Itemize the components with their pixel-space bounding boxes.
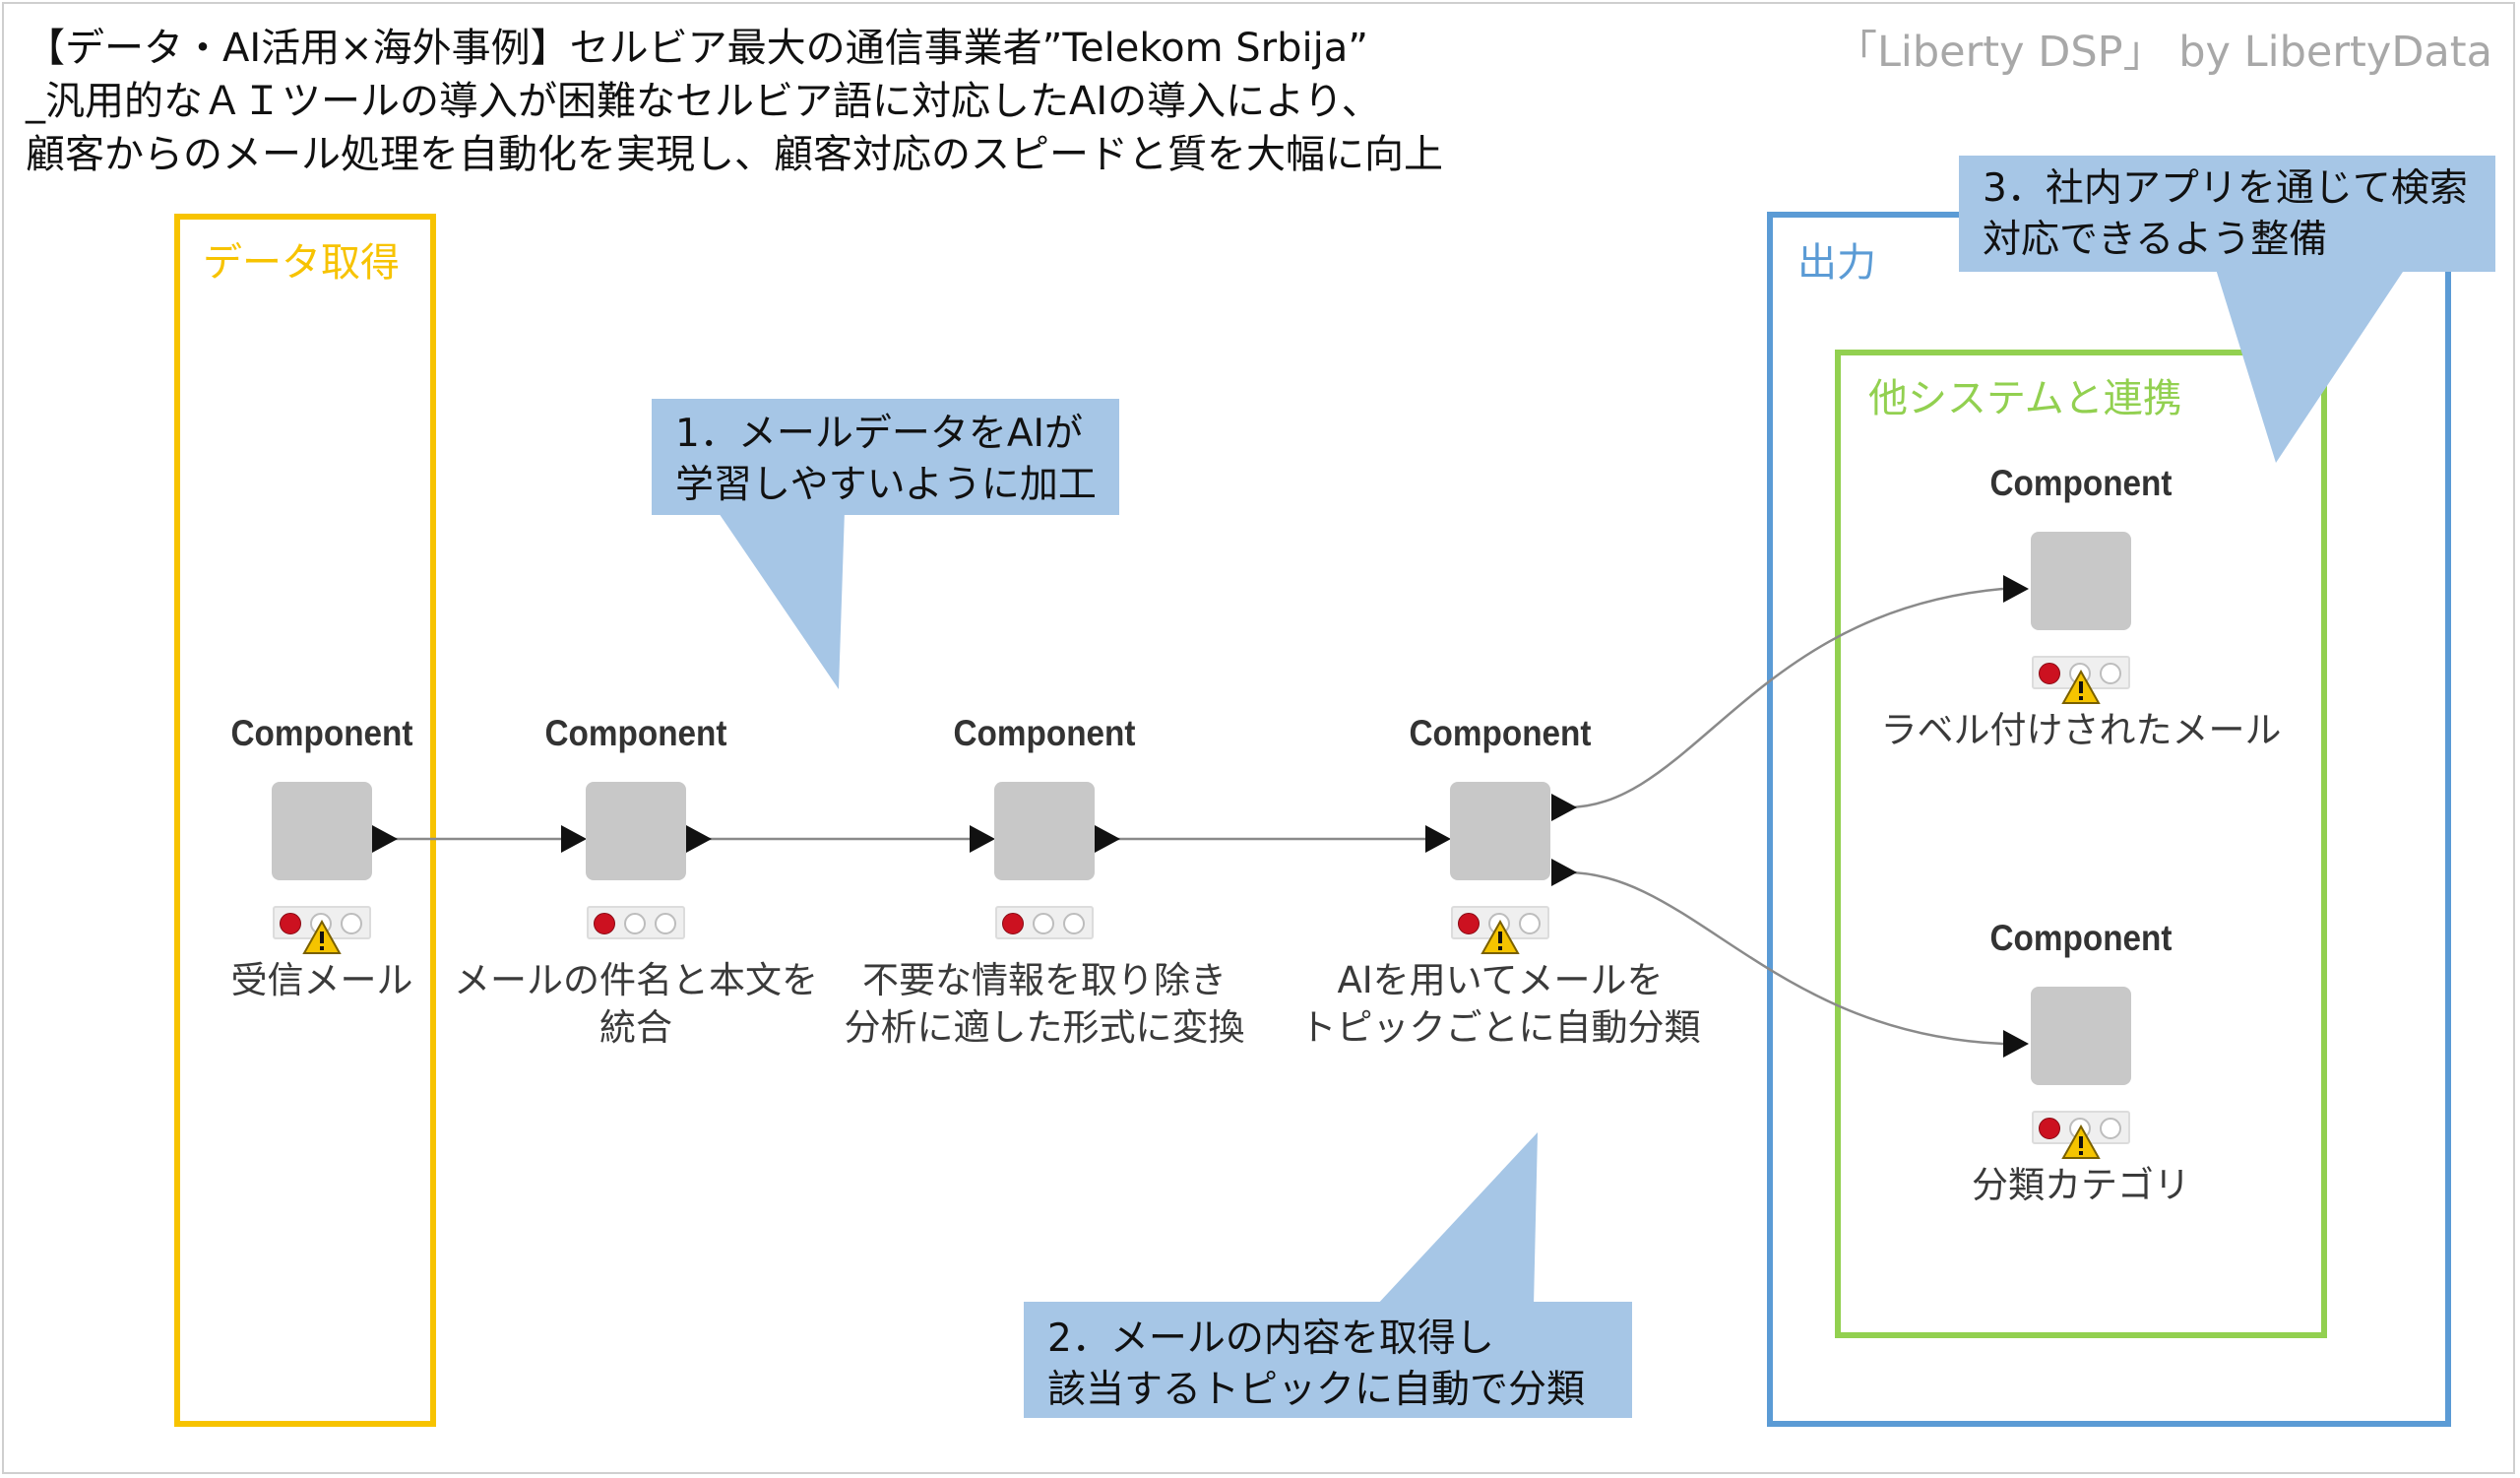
component-label-line-2: トピックごとに自動分類 bbox=[1299, 1006, 1701, 1049]
port-in-2 bbox=[561, 825, 587, 853]
connection-4-5 bbox=[1566, 587, 2004, 809]
status-off-icon bbox=[624, 913, 646, 934]
component-header: Component bbox=[230, 713, 413, 753]
status-off-icon bbox=[1033, 913, 1054, 934]
slide-title: 【データ・AI活用×海外事例】セルビア最大の通信事業者”Telekom Srbi… bbox=[26, 22, 1502, 181]
status-off-icon bbox=[2100, 663, 2121, 684]
system-integration-label: 他システムと連携 bbox=[1868, 376, 2182, 421]
note-3: 3．社内アプリを通じて検索 対応できるよう整備 bbox=[1959, 156, 2495, 272]
component-header: Component bbox=[1989, 463, 2173, 503]
title-line-1: 【データ・AI活用×海外事例】セルビア最大の通信事業者”Telekom Srbi… bbox=[26, 26, 1368, 71]
component-label: 不要な情報を取り除き 分析に適した形式に変換 bbox=[798, 957, 1291, 1052]
data-acquisition-label: データ取得 bbox=[203, 240, 400, 286]
component-label-line-1: AIを用いてメールを bbox=[1337, 959, 1664, 1001]
brand-label: 「Liberty DSP」 by LibertyData bbox=[1834, 28, 2492, 77]
title-line-3: 顧客からのメール処理を自動化を実現し、顧客対応のスピードと質を大幅に向上 bbox=[26, 132, 1443, 177]
component-body[interactable] bbox=[1450, 782, 1550, 880]
component-body[interactable] bbox=[272, 782, 372, 880]
component-header: Component bbox=[1989, 918, 2173, 958]
component-node-clean-format[interactable]: Component 不要な情報を取り除き 分析に適した形式に変換 bbox=[845, 713, 1245, 1052]
note3-pointer bbox=[2215, 266, 2407, 463]
component-header: Component bbox=[544, 713, 727, 753]
component-node-ai-classify[interactable]: Component AIを用いてメールを トピックごとに自動分類 bbox=[1300, 713, 1701, 1052]
port-in-3 bbox=[970, 825, 995, 853]
note-2-line-2: 該当するトピックに自動で分類 bbox=[1047, 1368, 1586, 1412]
component-body[interactable] bbox=[2031, 532, 2131, 630]
status-off-icon bbox=[341, 913, 362, 934]
component-label: 分類カテゴリ bbox=[1835, 1162, 2327, 1209]
component-label-line-2: 分析に適した形式に変換 bbox=[844, 1006, 1245, 1049]
title-line-2: _汎用的なＡＩツールの導入が困難なセルビア語に対応したAIの導入により、 bbox=[26, 79, 1381, 124]
note-1: 1．メールデータをAIが 学習しやすいように加工 bbox=[652, 399, 1119, 515]
component-label: メールの件名と本文を 統合 bbox=[390, 957, 882, 1052]
status-off-icon bbox=[1063, 913, 1085, 934]
component-label-line-1: 分類カテゴリ bbox=[1972, 1164, 2190, 1206]
status-red-icon bbox=[1002, 913, 1024, 934]
status-red-icon bbox=[280, 913, 301, 934]
note-3-line-2: 対応できるよう整備 bbox=[1983, 218, 2328, 262]
component-label: AIを用いてメールを トピックごとに自動分類 bbox=[1254, 957, 1746, 1052]
port-out-2 bbox=[686, 825, 712, 853]
note2-pointer bbox=[1376, 1132, 1538, 1306]
port-in-4 bbox=[1425, 825, 1451, 853]
component-node-received-mail[interactable]: Component 受信メール bbox=[155, 713, 489, 1004]
data-acquisition-box bbox=[174, 214, 436, 1427]
status-off-icon bbox=[2100, 1118, 2121, 1139]
component-label: 受信メール bbox=[76, 957, 568, 1004]
status-off-icon bbox=[1519, 913, 1541, 934]
component-node-labeled-mail[interactable]: Component ラベル付けされたメール bbox=[1881, 463, 2282, 754]
port-out-3 bbox=[1095, 825, 1120, 853]
note1-pointer bbox=[717, 510, 845, 689]
traffic-light-icon bbox=[273, 906, 371, 954]
status-red-icon bbox=[2039, 1118, 2060, 1139]
component-label-line-1: ラベル付けされたメール bbox=[1880, 709, 2282, 751]
port-out-4a bbox=[1551, 794, 1577, 821]
port-out-4b bbox=[1551, 859, 1577, 886]
traffic-light-icon bbox=[995, 906, 1094, 939]
note-3-line-1: 3．社内アプリを通じて検索 bbox=[1983, 166, 2468, 211]
component-header: Component bbox=[953, 713, 1136, 753]
component-label-line-1: 不要な情報を取り除き bbox=[862, 959, 1227, 1001]
component-label-line-2: 統合 bbox=[599, 1006, 672, 1049]
note-1-line-1: 1．メールデータをAIが bbox=[675, 412, 1083, 456]
note-1-line-2: 学習しやすいように加工 bbox=[675, 463, 1097, 507]
component-label-line-1: 受信メール bbox=[230, 959, 413, 1001]
port-out-1 bbox=[372, 825, 398, 853]
traffic-light-icon bbox=[1451, 906, 1549, 954]
component-node-merge-subject-body[interactable]: Component メールの件名と本文を 統合 bbox=[454, 713, 818, 1052]
status-red-icon bbox=[594, 913, 615, 934]
component-label: ラベル付けされたメール bbox=[1835, 707, 2327, 754]
traffic-light-icon bbox=[2032, 1111, 2130, 1159]
component-body[interactable] bbox=[2031, 987, 2131, 1085]
warning-triangle-icon bbox=[1480, 920, 1520, 954]
component-body[interactable] bbox=[994, 782, 1095, 880]
system-integration-box bbox=[1835, 350, 2327, 1338]
traffic-light-icon bbox=[2032, 656, 2130, 704]
status-off-icon bbox=[655, 913, 676, 934]
warning-triangle-icon bbox=[2061, 1125, 2101, 1159]
status-red-icon bbox=[1458, 913, 1480, 934]
component-label-line-1: メールの件名と本文を bbox=[454, 959, 818, 1001]
warning-triangle-icon bbox=[2061, 670, 2101, 704]
output-label: 出力 bbox=[1797, 240, 1876, 286]
traffic-light-icon bbox=[587, 906, 685, 939]
component-header: Component bbox=[1409, 713, 1592, 753]
note-2: 2．メールの内容を取得し 該当するトピックに自動で分類 bbox=[1024, 1302, 1632, 1418]
component-body[interactable] bbox=[586, 782, 686, 880]
note-2-line-1: 2．メールの内容を取得し bbox=[1047, 1317, 1494, 1361]
status-red-icon bbox=[2039, 663, 2060, 684]
port-in-6 bbox=[2003, 1030, 2029, 1058]
component-node-classification-category[interactable]: Component 分類カテゴリ bbox=[1914, 918, 2248, 1209]
port-in-5 bbox=[2003, 575, 2029, 603]
warning-triangle-icon bbox=[302, 920, 342, 954]
connection-4-6 bbox=[1566, 870, 2004, 1046]
